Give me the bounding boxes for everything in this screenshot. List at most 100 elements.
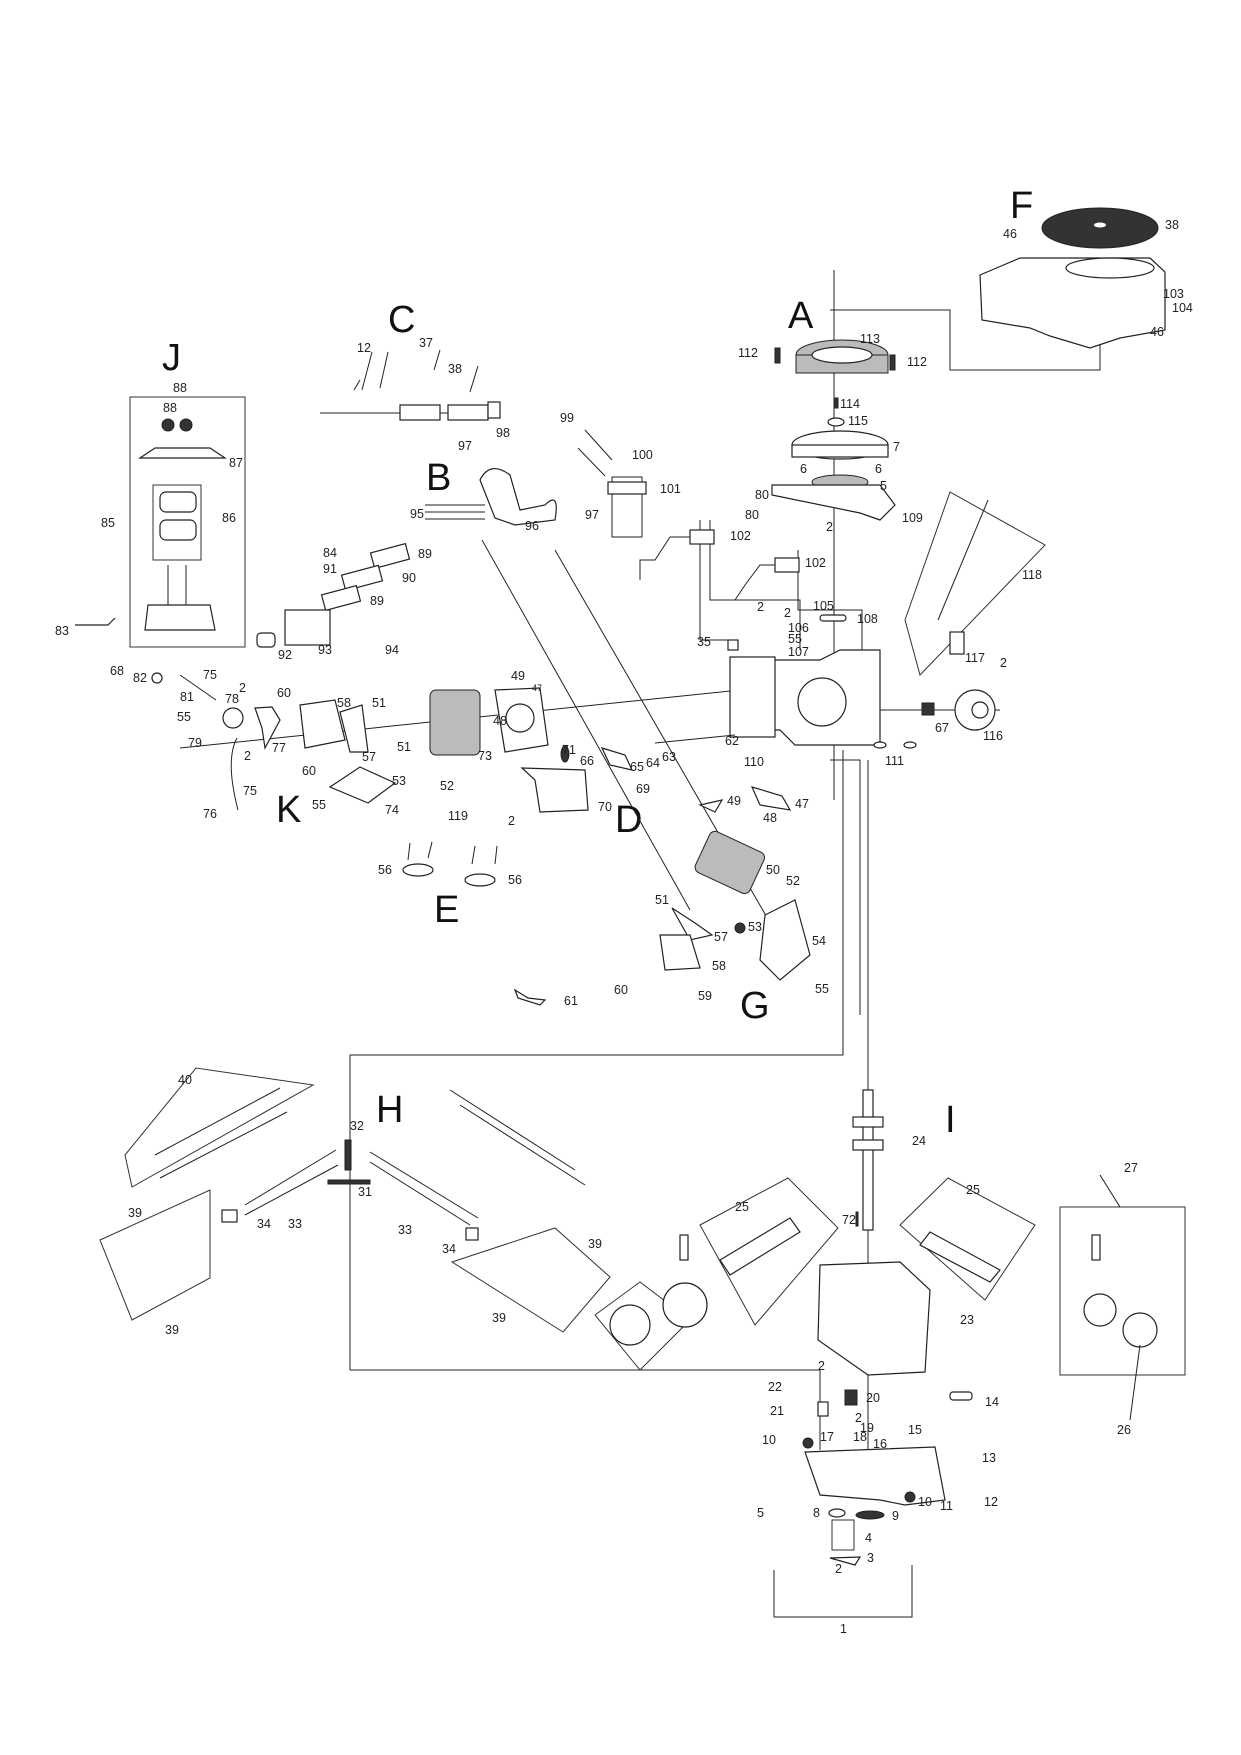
- callout: 80: [755, 488, 769, 502]
- callout: 85: [101, 516, 115, 530]
- callout: 51: [372, 696, 386, 710]
- callout: 6: [875, 462, 882, 476]
- callout: 65: [630, 760, 644, 774]
- callout: 66: [580, 754, 594, 768]
- callout: 38: [448, 362, 462, 376]
- callout: 13: [982, 1451, 996, 1465]
- part-14-cap: [949, 1391, 973, 1401]
- part-92-gasket: [256, 632, 276, 648]
- callout: 34: [257, 1217, 271, 1231]
- part-31-camshaft-gear: [327, 1179, 371, 1185]
- part-67: [921, 702, 935, 716]
- callout: 55: [177, 710, 191, 724]
- callout-labels: 38 46 103 104 46 113 112 112 114 115 7 6…: [55, 218, 1193, 1636]
- callout: 21: [770, 1404, 784, 1418]
- part-group-E: [402, 841, 547, 1006]
- callout: 88: [173, 381, 187, 395]
- callout: 74: [385, 803, 399, 817]
- callout: 109: [902, 511, 923, 525]
- part-87-cover: [138, 447, 227, 459]
- callout: 2: [1000, 656, 1007, 670]
- part-57-gasket: [339, 704, 369, 753]
- callout: 48: [763, 811, 777, 825]
- callout: 6: [800, 462, 807, 476]
- callout: 2: [239, 681, 246, 695]
- callout: 103: [1163, 287, 1184, 301]
- callout: 2: [818, 1359, 825, 1373]
- callout: 118: [1022, 568, 1042, 582]
- callout: 68: [110, 664, 124, 678]
- callout: 83: [55, 624, 69, 638]
- callout: 105: [813, 599, 834, 613]
- part-88-knob: [179, 418, 193, 432]
- callout: 47: [795, 797, 809, 811]
- group-box-39-left: [99, 1189, 211, 1321]
- callout: 69: [636, 782, 650, 796]
- section-label-C: C: [388, 299, 415, 341]
- callout: 31: [358, 1185, 372, 1199]
- part-10: [904, 1491, 916, 1503]
- callout: 91: [323, 562, 337, 576]
- callout: 39: [588, 1237, 602, 1251]
- callout: 3: [867, 1551, 874, 1565]
- callout: 101: [660, 482, 681, 496]
- part-108-seal: [819, 614, 847, 622]
- part-38-grille: [1041, 207, 1159, 249]
- bolt-bracket-1: [773, 1565, 913, 1618]
- part-72: [855, 1211, 859, 1227]
- part-103-opening: [1065, 257, 1155, 279]
- section-label-J: J: [162, 337, 181, 379]
- callout: 2: [784, 606, 791, 620]
- callout: 2: [757, 600, 764, 614]
- callout: 115: [848, 414, 868, 428]
- section-label-E: E: [434, 889, 459, 931]
- group-box-118: [904, 491, 1046, 676]
- callout: 5: [880, 479, 887, 493]
- callout: 33: [288, 1217, 302, 1231]
- part-group-J: [75, 418, 227, 631]
- callout: 114: [840, 397, 860, 411]
- part-71: [560, 745, 570, 763]
- callout: 12: [357, 341, 371, 355]
- part-86-filter: [159, 491, 197, 513]
- part-102-coil: [774, 557, 800, 573]
- callout: 38: [1165, 218, 1179, 232]
- callout: 2: [826, 520, 833, 534]
- callout: 60: [302, 764, 316, 778]
- callout: 39: [165, 1323, 179, 1337]
- callout: 57: [714, 930, 728, 944]
- callout: 10: [762, 1433, 776, 1447]
- callout: 116: [983, 729, 1003, 743]
- callout: 2: [244, 749, 251, 763]
- part-group-D: [520, 734, 792, 813]
- part-54-shield: [759, 899, 811, 981]
- callout: 46: [1150, 325, 1164, 339]
- section-label-B: B: [426, 457, 451, 499]
- callout: 78: [225, 692, 239, 706]
- callout: 47: [532, 683, 542, 693]
- part-group-K: [151, 672, 549, 811]
- callout: 56: [378, 863, 392, 877]
- callout: 113: [860, 332, 880, 346]
- callout: 112: [738, 346, 758, 360]
- callout: 46: [1003, 227, 1017, 241]
- part-25-rod: [919, 1231, 1001, 1283]
- part-112-bolt: [774, 347, 781, 364]
- callout: 55: [815, 982, 829, 996]
- part-33-pushrod: [244, 1164, 339, 1216]
- part-102-coil: [689, 529, 715, 545]
- callout: 97: [458, 439, 472, 453]
- part-115-washer: [827, 417, 845, 427]
- callout: 84: [323, 546, 337, 560]
- part-group-F: [979, 207, 1166, 349]
- callout: 23: [960, 1313, 974, 1327]
- part-66-lever: [600, 747, 634, 771]
- callout: 89: [370, 594, 384, 608]
- callout: 119: [448, 809, 468, 823]
- callout: 49: [727, 794, 741, 808]
- callout: 96: [525, 519, 539, 533]
- callout: 10: [918, 1495, 932, 1509]
- callout: 55: [312, 798, 326, 812]
- callout: 33: [398, 1223, 412, 1237]
- part-78-breather: [222, 707, 244, 729]
